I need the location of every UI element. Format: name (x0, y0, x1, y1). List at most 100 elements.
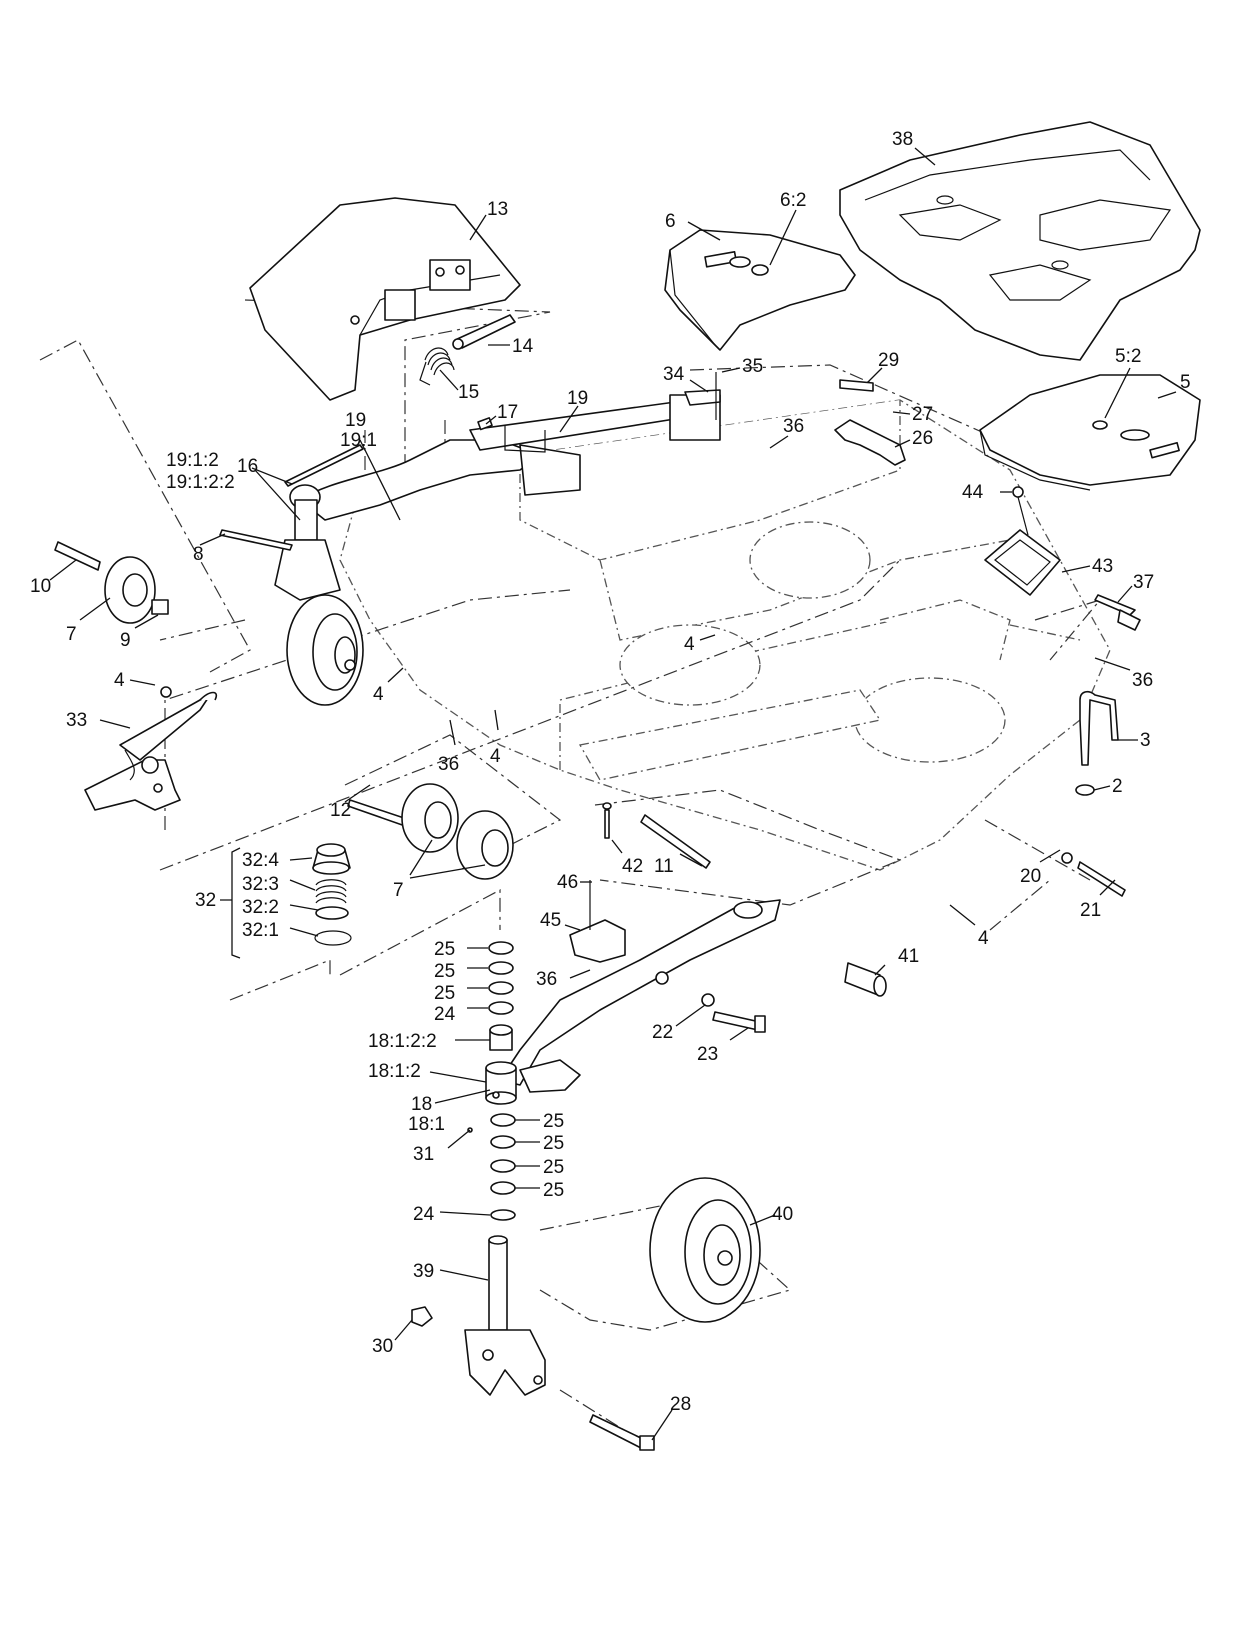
callout-25-g: 25 (543, 1180, 564, 1201)
rod-37 (1094, 594, 1141, 631)
callout-19-1: 19:1 (340, 430, 377, 451)
callout-19-a: 19 (345, 410, 366, 431)
handle-43 (984, 486, 1061, 596)
callout-18-1: 18:1 (408, 1114, 445, 1135)
callout-labels: 13 14 15 6 6:2 38 34 35 29 5:2 5 19 19:1… (30, 129, 1191, 1415)
callout-32-4: 32:4 (242, 850, 279, 871)
bolt-41 (844, 962, 887, 997)
callout-25-b: 25 (434, 961, 455, 982)
callout-30: 30 (372, 1336, 393, 1357)
callout-5-2: 5:2 (1115, 346, 1141, 367)
callout-29: 29 (878, 350, 899, 371)
callout-27: 27 (912, 404, 933, 425)
callout-35: 35 (742, 356, 763, 377)
callout-9: 9 (120, 630, 131, 651)
callout-25-d: 25 (543, 1111, 564, 1132)
callout-42: 42 (622, 856, 643, 877)
caster-housing-18 (485, 1061, 517, 1105)
callout-10: 10 (30, 576, 51, 597)
callout-6-2: 6:2 (780, 190, 806, 211)
callout-46: 46 (557, 872, 578, 893)
callout-16: 16 (237, 456, 258, 477)
callout-28: 28 (670, 1394, 691, 1415)
caster-cap-stack-32 (312, 843, 352, 946)
callout-38: 38 (892, 129, 913, 150)
callout-36-c: 36 (438, 754, 459, 775)
callout-4-d: 4 (490, 746, 501, 767)
chute-rod (452, 314, 516, 350)
callout-11: 11 (654, 856, 674, 877)
callout-7-b: 7 (393, 880, 404, 901)
callout-32-2: 32:2 (242, 897, 279, 918)
callout-5: 5 (1180, 372, 1191, 393)
bracket-34 (684, 372, 721, 420)
callout-24-b: 24 (413, 1204, 435, 1225)
bolt-11 (640, 814, 711, 869)
callout-44: 44 (962, 482, 984, 503)
callout-18-1-2-2: 18:1:2:2 (368, 1031, 437, 1052)
callout-21: 21 (1080, 900, 1101, 921)
callout-34: 34 (663, 364, 685, 385)
callout-25-e: 25 (543, 1133, 564, 1154)
caster-arm (299, 394, 721, 521)
top-cover (839, 121, 1201, 361)
bolt-21 (1061, 852, 1126, 897)
callout-32-3: 32:3 (242, 874, 279, 895)
mower-deck (339, 399, 1111, 871)
callout-19-1-2: 19:1:2 (166, 450, 219, 471)
caster-wheel-40 (649, 1177, 761, 1323)
belt-cover-right (979, 374, 1201, 491)
bracket-45 (569, 880, 626, 963)
callout-19-b: 19 (567, 388, 588, 409)
pin-17 (477, 417, 493, 431)
roller-rod-12 (347, 799, 411, 828)
nut-30 (411, 1306, 433, 1327)
callout-15: 15 (458, 382, 479, 403)
callout-36-a: 36 (783, 416, 804, 437)
bearing-stack-upper (488, 941, 514, 1051)
callout-41: 41 (898, 946, 919, 967)
callout-4-a: 4 (114, 670, 125, 691)
callout-4-c: 4 (684, 634, 695, 655)
callout-6: 6 (665, 211, 676, 232)
callout-31: 31 (413, 1144, 434, 1165)
callout-7-a: 7 (66, 624, 77, 645)
callout-17: 17 (497, 402, 518, 423)
anti-scalp-roller-left (54, 541, 169, 624)
belt-cover-left (664, 229, 856, 351)
anti-scalp-rollers (401, 783, 514, 880)
bolt-23 (712, 1011, 766, 1033)
callout-19-1-2-2: 19:1:2:2 (166, 472, 235, 493)
callout-24-a: 24 (434, 1004, 456, 1025)
bolt-29 (839, 379, 874, 392)
callout-36-d: 36 (536, 969, 557, 990)
callout-25-c: 25 (434, 983, 455, 1004)
front-caster-assembly (274, 484, 364, 706)
callout-2: 2 (1112, 776, 1123, 797)
bolt-8 (219, 529, 293, 551)
callout-4-b: 4 (373, 684, 384, 705)
callout-18-1-2: 18:1:2 (368, 1061, 421, 1082)
discharge-chute (249, 197, 521, 401)
callout-33: 33 (66, 710, 87, 731)
callout-22: 22 (652, 1022, 673, 1043)
callout-37: 37 (1133, 572, 1154, 593)
rear-caster-arm (499, 899, 781, 1093)
callout-32: 32 (195, 890, 216, 911)
bolt-42 (602, 802, 612, 839)
bracket-26 (834, 419, 906, 466)
callout-25-a: 25 (434, 939, 455, 960)
callout-36-b: 36 (1132, 670, 1153, 691)
callout-25-f: 25 (543, 1157, 564, 1178)
bracket-32 (220, 847, 241, 959)
callout-20: 20 (1020, 866, 1041, 887)
callout-23: 23 (697, 1044, 718, 1065)
callout-3: 3 (1140, 730, 1151, 751)
callout-4-e: 4 (978, 928, 989, 949)
leader-lines (49, 147, 1177, 1441)
callout-40: 40 (772, 1204, 793, 1225)
caster-fork-39 (464, 1235, 546, 1396)
callout-8: 8 (193, 544, 204, 565)
callout-39: 39 (413, 1261, 434, 1282)
